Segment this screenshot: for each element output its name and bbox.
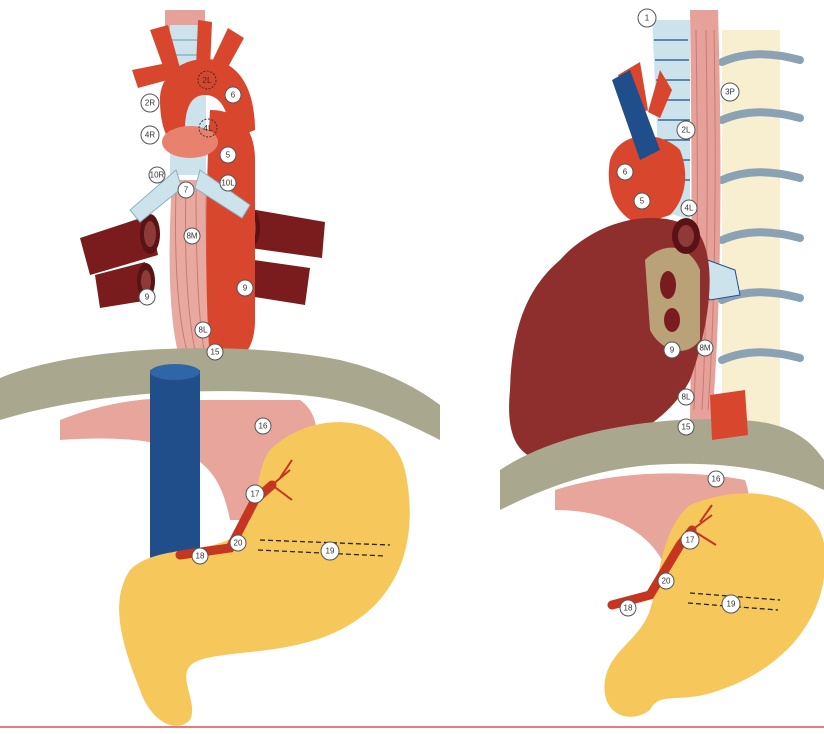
- right-node-6: 6: [623, 168, 628, 177]
- left-node-18: 18: [196, 552, 205, 561]
- right-node-15: 15: [682, 423, 691, 432]
- right-panel-lateral-view: 1 3P 2L 6 5 4L 9 8M 8L 15 16 17 20 18 19: [500, 9, 824, 717]
- left-node-9-right: 9: [145, 293, 150, 302]
- right-node-18: 18: [624, 604, 633, 613]
- right-node-17: 17: [686, 536, 695, 545]
- left-node-16: 16: [259, 422, 268, 431]
- left-node-19: 19: [326, 547, 335, 556]
- left-inferior-vena-cava: [150, 364, 200, 570]
- left-node-8l: 8L: [199, 326, 208, 335]
- right-node-1: 1: [645, 14, 650, 23]
- left-node-2l: 2L: [202, 75, 212, 85]
- left-node-10r: 10R: [150, 171, 165, 180]
- right-node-5: 5: [640, 197, 645, 206]
- right-node-3p: 3P: [725, 88, 735, 97]
- right-node-8m: 8M: [699, 344, 710, 353]
- left-node-17: 17: [251, 490, 260, 499]
- left-node-4l: 4L: [203, 123, 213, 133]
- left-node-4r: 4R: [145, 131, 155, 140]
- left-node-10l: 10L: [221, 179, 235, 188]
- left-node-5: 5: [226, 151, 231, 160]
- left-node-2r: 2R: [145, 99, 155, 108]
- left-node-8m: 8M: [186, 232, 197, 241]
- left-panel-anterior-view: 2L 2R 6 4R 4L 5 10R 7 10L 8M 9 9 8L 15 1…: [0, 10, 440, 726]
- left-node-6: 6: [231, 91, 236, 100]
- left-node-15: 15: [211, 348, 220, 357]
- right-node-4l: 4L: [685, 204, 694, 213]
- right-node-8l: 8L: [682, 393, 691, 402]
- right-node-20: 20: [662, 577, 671, 586]
- left-node-7: 7: [184, 186, 189, 195]
- right-node-9: 9: [670, 346, 675, 355]
- right-node-19: 19: [727, 600, 736, 609]
- right-node-16: 16: [712, 475, 721, 484]
- left-node-9-left: 9: [243, 284, 248, 293]
- right-aorta-cut: [710, 390, 748, 440]
- left-node-20: 20: [234, 539, 243, 548]
- right-node-2l: 2L: [682, 126, 691, 135]
